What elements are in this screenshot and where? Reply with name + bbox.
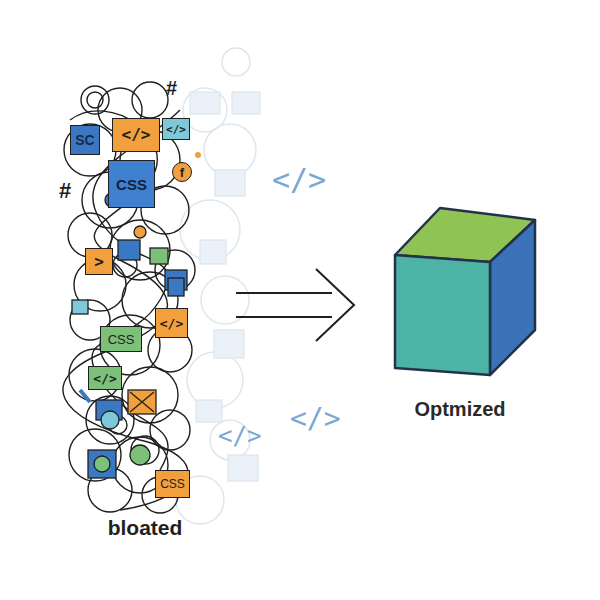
- code-icon: </>: [155, 308, 188, 338]
- optimized-cube: Optmized: [360, 185, 560, 425]
- hash-symbol: #: [166, 78, 177, 98]
- code-symbol: </>: [218, 424, 261, 448]
- code-icon: </>: [88, 366, 122, 390]
- code-icon: SC: [70, 125, 100, 155]
- hash-symbol: #: [59, 180, 71, 202]
- code-icon: CSS: [108, 160, 155, 208]
- node-text: </>: [166, 124, 186, 135]
- node-text: SC: [75, 133, 94, 147]
- code-icon: CSS: [155, 470, 190, 498]
- node-text: >: [94, 254, 104, 270]
- code-symbol: </>: [272, 165, 326, 195]
- node-text: CSS: [108, 333, 135, 346]
- node-text: Optmized: [360, 399, 560, 419]
- code-symbol: </>: [290, 405, 341, 433]
- flow-arrow: [236, 269, 354, 341]
- code-icon: CSS: [100, 326, 142, 352]
- node-text: bloated: [60, 517, 230, 538]
- node-text: </>: [122, 127, 151, 143]
- node-text: f: [180, 166, 184, 179]
- code-icon: </>: [112, 118, 160, 152]
- code-icon: >: [85, 248, 113, 275]
- bloated-cluster: bloated SC </> </> CSS f > </> CSS </> CSS: [60, 70, 230, 540]
- cube-outline: [360, 185, 560, 425]
- code-badge: f: [172, 162, 192, 182]
- node-text: CSS: [116, 177, 147, 192]
- node-text: </>: [160, 317, 183, 330]
- code-icon: </>: [162, 118, 190, 140]
- node-text: </>: [93, 372, 116, 385]
- node-text: CSS: [160, 478, 185, 490]
